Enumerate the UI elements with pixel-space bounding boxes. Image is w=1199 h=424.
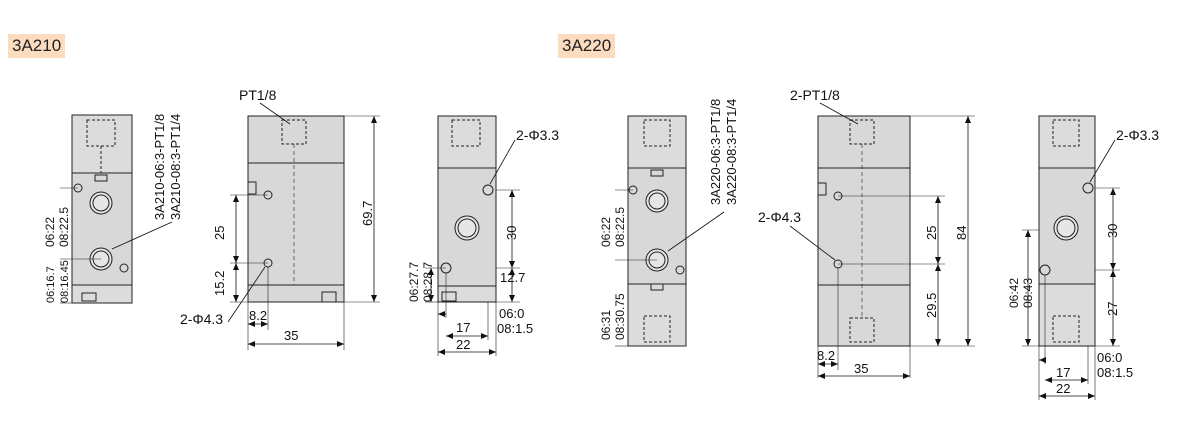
model-label-3a210: 3A210 [8,34,66,58]
dimension-lines [1025,139,1116,399]
end-dim: 06:0 [499,306,524,321]
callout-port-08: 3A220-08:3-PT1/4 [724,99,739,205]
dimension-lines [227,102,377,347]
valve-3a220-front-view [817,115,975,378]
valve-3a210-side-view [60,114,133,304]
valve-3a210-end-view [425,115,520,356]
side-dim: 06:16.7 [45,266,57,303]
side-dim: 08:22.5 [613,207,627,247]
end-dim: 30 [504,226,519,240]
port-label: 2-PT1/8 [790,87,840,103]
hole-label: 2-Φ4.3 [180,311,223,327]
end-dim: 08:43 [1021,278,1035,308]
end-dim: 22 [1056,381,1070,396]
side-dim: 08:22.5 [57,207,71,247]
end-dim: 08:1.5 [1097,365,1133,380]
dimension-lines [428,139,516,355]
end-dim: 17 [1056,365,1070,380]
callout-port-06: 3A210-06:3-PT1/8 [152,114,167,220]
side-dim: 08:30.75 [613,293,627,340]
dimension-lines [789,102,971,379]
end-dim: 06:0 [1097,350,1122,365]
leader-line [111,221,173,250]
dim-25: 25 [212,226,227,240]
valve-3a220-side-view [615,115,687,347]
dim-15-2: 15.2 [212,271,227,296]
side-dim: 08:16.45 [59,260,71,303]
valve-3a210-front-view [230,115,380,350]
dim-69-7: 69.7 [360,201,375,226]
dim-8-2: 8.2 [249,308,267,323]
dim-35: 35 [284,328,298,343]
hole-label: 2-Φ4.3 [758,209,801,225]
port-label: PT1/8 [239,87,277,103]
model-label-3a220: 3A220 [558,34,616,58]
hole-label: 2-Φ3.3 [516,127,559,143]
dim-35: 35 [854,361,868,376]
end-dim: 22 [456,337,470,352]
end-dim: 30 [1105,224,1120,238]
leader-line [667,211,725,252]
dim-29-5: 29.5 [924,293,939,318]
side-dim: 06:22 [599,217,613,247]
dim-84: 84 [954,226,969,240]
hole-label: 2-Φ3.3 [1116,127,1159,143]
dim-8-2: 8.2 [817,348,835,363]
end-dim: 17 [456,320,470,335]
side-dim: 06:31 [599,310,613,340]
end-dim: 06:42 [1007,278,1021,308]
callout-port-06: 3A220-06:3-PT1/8 [708,99,723,205]
end-dim: 08:28.7 [421,262,435,302]
end-dim: 12.7 [500,270,525,285]
callout-port-08: 3A210-08:3-PT1/4 [168,114,183,220]
end-dim: 08:1.5 [497,321,533,336]
end-dim: 06:27.7 [407,262,421,302]
end-dim: 27 [1105,302,1120,316]
dim-25: 25 [924,226,939,240]
valve-3a220-end-view [1022,115,1120,400]
side-dim: 06:22 [43,217,57,247]
